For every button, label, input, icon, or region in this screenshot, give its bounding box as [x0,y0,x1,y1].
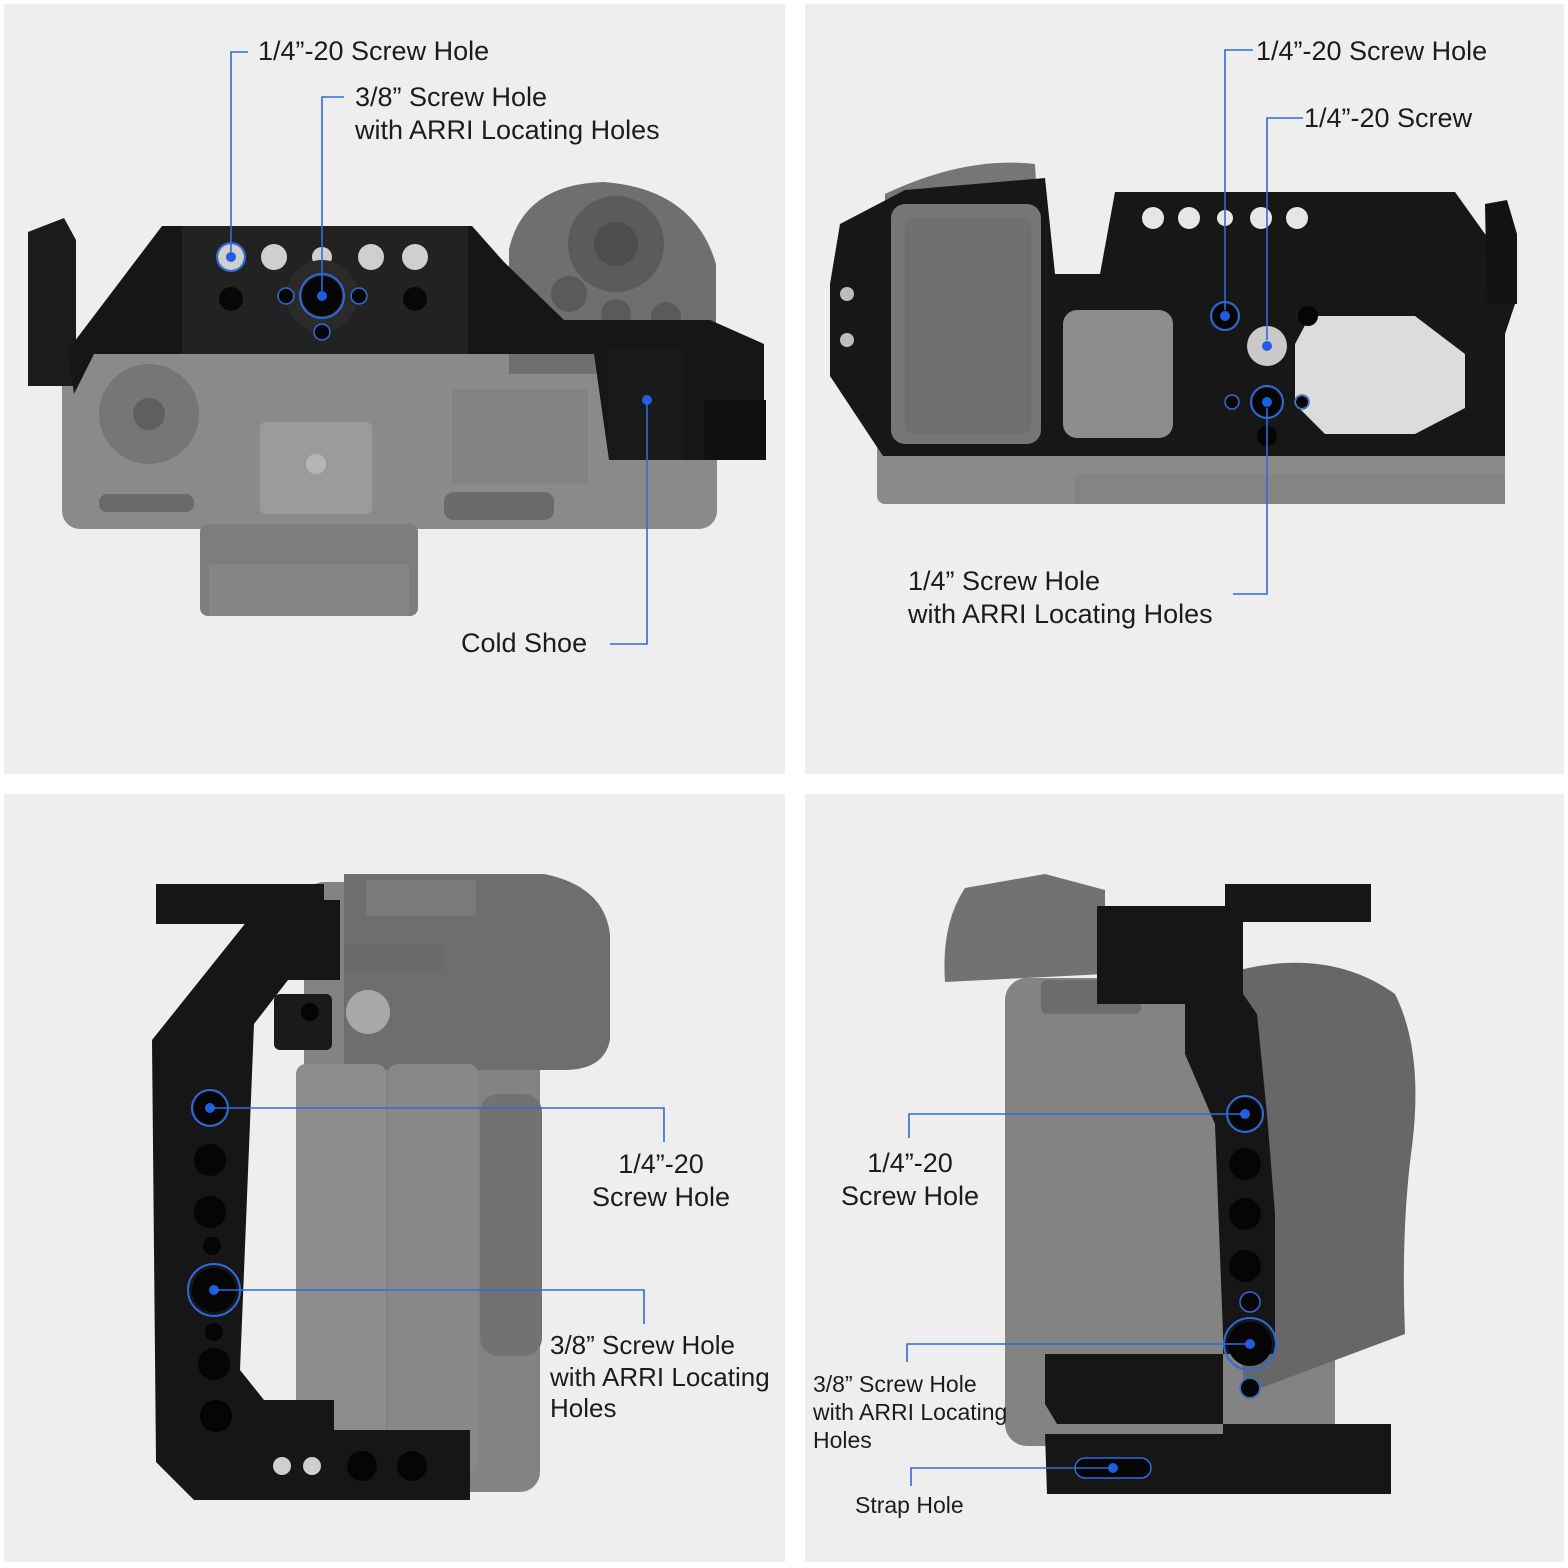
label-quarter-20-screw-hole: 1/4”-20 Screw Hole [592,1148,730,1214]
label-strap-hole: Strap Hole [855,1492,964,1518]
cage-bottom [830,178,1517,456]
label-quarter-20-screw-hole: 1/4”-20 Screw Hole [258,36,490,66]
label-line: Holes [550,1393,617,1424]
bottom-view-panel: 1/4”-20 Screw Hole 1/4”-20 Screw 1/4” Sc… [805,4,1564,774]
label-38-screw-hole-arri: 3/8” Screw Hole with ARRI Locating Holes [813,1370,1007,1454]
top-view-panel: 1/4”-20 Screw Hole 3/8” Screw Hole with … [4,4,785,774]
label-line: Holes [813,1427,872,1454]
label-line: with ARRI Locating [550,1361,770,1392]
label-line: Screw Hole [841,1180,980,1211]
label-line: 1/4” Screw Hole [908,566,1101,596]
label-line: with ARRI Locating Holes [355,114,660,145]
label-line: with ARRI Locating Holes [908,598,1213,629]
left-side-illustration [152,874,665,1500]
left-side-panel: 1/4”-20 Screw Hole 3/8” Screw Hole with … [4,794,785,1562]
top-view-illustration [28,51,766,645]
label-quarter-20-screw-hole: 1/4”-20 Screw Hole [841,1147,979,1213]
label-line: 3/8” Screw Hole [813,1371,977,1397]
label-line: 1/4”-20 [867,1148,953,1178]
cage-top [28,218,766,460]
label-line: 3/8” Screw Hole [355,82,548,112]
camera-body-top [62,182,717,616]
label-quarter-screw-hole-arri: 1/4” Screw Hole with ARRI Locating Holes [908,565,1213,631]
right-side-illustration [906,874,1416,1494]
right-leader-lines [906,1113,1250,1486]
label-cold-shoe: Cold Shoe [461,628,588,658]
bottom-view-illustration [830,49,1517,595]
label-quarter-20-screw: 1/4”-20 Screw [1304,103,1473,133]
label-line: Screw Hole [592,1181,731,1212]
label-line: 3/8” Screw Hole [550,1330,735,1360]
label-line: with ARRI Locating [813,1399,1008,1426]
top-leader-lines [230,51,648,645]
bottom-leader-lines [1224,49,1303,595]
right-side-panel: 1/4”-20 Screw Hole 3/8” Screw Hole with … [805,794,1564,1562]
label-quarter-20-screw-hole: 1/4”-20 Screw Hole [1256,36,1488,66]
label-38-screw-hole-arri: 3/8” Screw Hole with ARRI Locating Holes [550,1330,770,1425]
label-line: 1/4”-20 [618,1149,704,1179]
label-38-screw-hole-arri: 3/8” Screw Hole with ARRI Locating Holes [355,81,660,147]
left-leader-lines [210,1107,665,1324]
